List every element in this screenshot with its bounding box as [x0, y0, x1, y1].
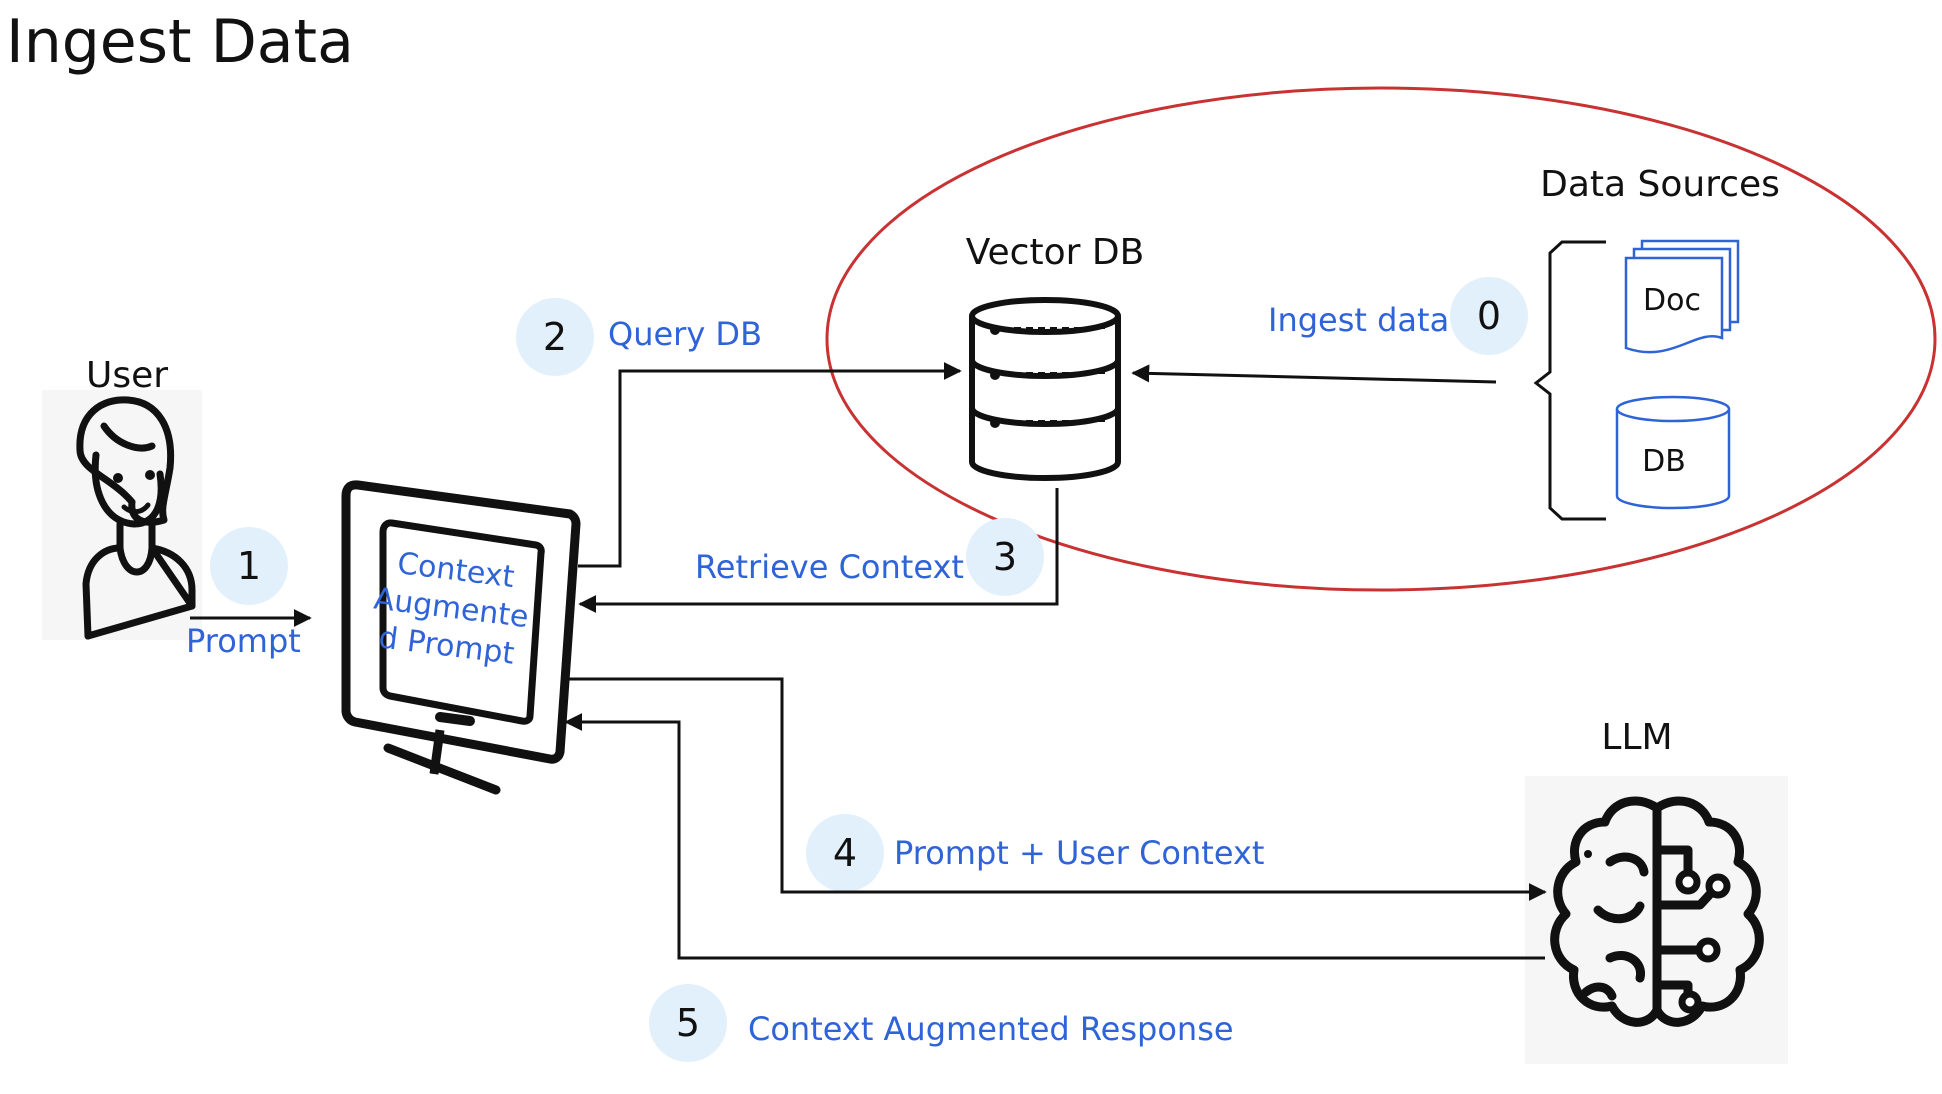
step-1-number: 1	[237, 544, 261, 588]
step-2-number: 2	[543, 315, 567, 359]
step-3-label: Retrieve Context	[695, 548, 964, 586]
brain-circuit-nodes	[1675, 869, 1731, 1014]
page-title: Ingest Data	[6, 7, 354, 77]
step-5-label: Context Augmented Response	[748, 1010, 1234, 1048]
arrow-context-augmented-response	[564, 713, 1545, 960]
brain-dot	[1584, 850, 1592, 858]
db-label: DB	[1642, 444, 1686, 479]
arrow-ingest-data	[1131, 364, 1497, 384]
llm-label: LLM	[1601, 717, 1672, 758]
monitor-icon	[341, 480, 581, 795]
data-sources-brace	[1533, 240, 1606, 521]
step-4-label: Prompt + User Context	[894, 834, 1264, 872]
step-1-badge	[210, 527, 288, 605]
user-eye-left	[113, 473, 123, 483]
step-2-label: Query DB	[608, 315, 762, 353]
arrow-prompt-user-context	[568, 677, 1547, 901]
vector-db-rack-dots	[990, 325, 1108, 428]
vector-db-label: Vector DB	[966, 232, 1145, 273]
arrow-query-db	[578, 362, 962, 568]
brain-circuit-icon	[1550, 796, 1764, 1027]
step-4-number: 4	[833, 831, 857, 875]
step-0-label: Ingest data	[1268, 301, 1449, 339]
arrow-retrieve-context	[578, 488, 1059, 613]
database-server-icon	[969, 297, 1121, 481]
step-1-label: Prompt	[186, 622, 301, 660]
monitor-screen-text: Context Augmente d Prompt	[372, 546, 531, 672]
step-5-number: 5	[676, 1001, 700, 1045]
step-0-badge	[1450, 277, 1528, 355]
step-4-badge	[806, 814, 884, 892]
database-cylinder-icon	[1615, 395, 1731, 510]
step-3-badge	[966, 518, 1044, 596]
step-3-number: 3	[993, 535, 1017, 579]
step-2-badge	[516, 298, 594, 376]
user-mouth	[121, 502, 151, 515]
user-icon-background	[42, 390, 202, 640]
data-sources-label: Data Sources	[1540, 164, 1780, 205]
user-avatar-icon	[76, 396, 196, 640]
user-label: User	[86, 355, 168, 396]
step-0-number: 0	[1477, 294, 1501, 338]
document-stack-icon	[1624, 239, 1740, 354]
ingest-highlight-ellipse	[825, 86, 1937, 592]
user-eye-right	[145, 470, 155, 480]
step-5-badge	[649, 984, 727, 1062]
doc-label: Doc	[1643, 283, 1701, 318]
